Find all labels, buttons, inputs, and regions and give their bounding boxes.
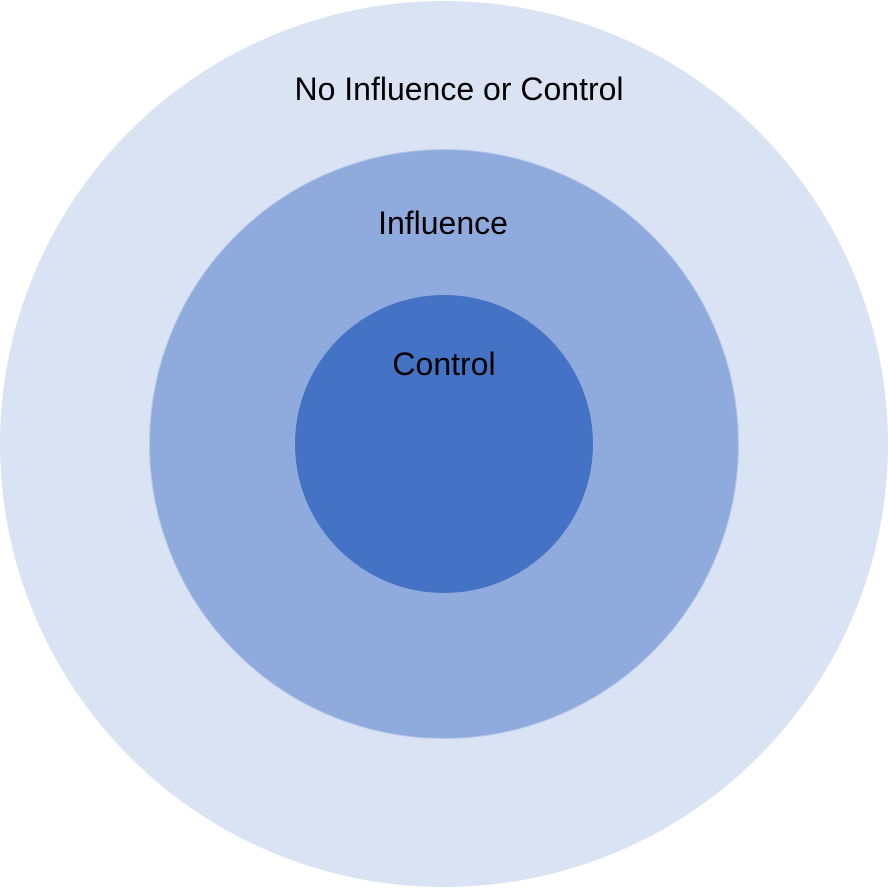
no-influence-or-control-label: No Influence or Control [294,71,624,107]
control-circle [295,295,593,593]
control-label: Control [392,346,496,382]
influence-label: Influence [378,205,508,241]
